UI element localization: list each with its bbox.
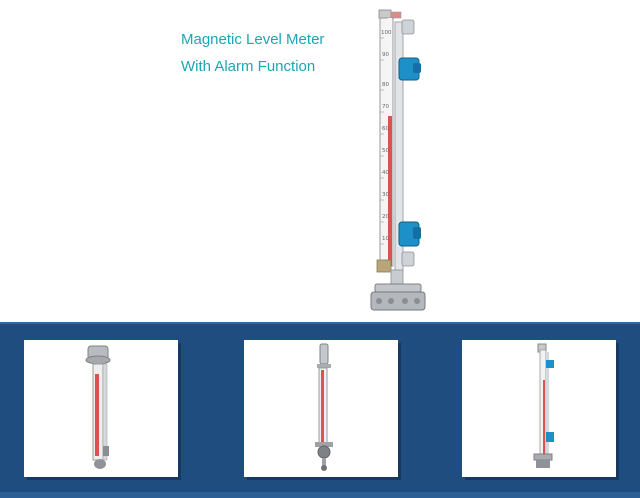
scale-label: 80 xyxy=(382,82,389,88)
scale-label: 70 xyxy=(382,104,389,110)
thumbnail-3-image xyxy=(533,343,554,468)
scale-label: 40 xyxy=(382,170,389,176)
scale-label: 90 xyxy=(382,52,389,58)
level-meter-image: 100 90 80 70 60 50 40 30 20 10 xyxy=(370,9,426,311)
thumbnail-band xyxy=(0,322,640,498)
thumbnail-2-image xyxy=(315,343,333,471)
hero-section: Magnetic Level Meter With Alarm Function xyxy=(181,9,426,311)
scale-labels: 100 90 80 70 60 50 40 30 20 10 xyxy=(381,30,392,242)
thumbnail-side-mounted-alarm[interactable] xyxy=(462,340,616,477)
scale-label: 100 xyxy=(381,30,392,36)
scale-label: 60 xyxy=(382,126,389,132)
band-top-edge xyxy=(0,322,640,324)
title-line-2: With Alarm Function xyxy=(181,58,316,75)
scale-label: 20 xyxy=(382,214,389,220)
thumbnail-1-image xyxy=(85,345,111,469)
product-title: Magnetic Level Meter With Alarm Function xyxy=(181,26,324,80)
title-line-1: Magnetic Level Meter xyxy=(181,31,325,48)
scale-label: 30 xyxy=(382,192,389,198)
scale-label: 50 xyxy=(382,148,389,154)
thumbnail-top-mounted[interactable] xyxy=(24,340,178,477)
scale-label: 10 xyxy=(382,236,389,242)
thumbnail-top-flange-float[interactable] xyxy=(244,340,398,477)
band-bottom-edge xyxy=(0,492,640,498)
